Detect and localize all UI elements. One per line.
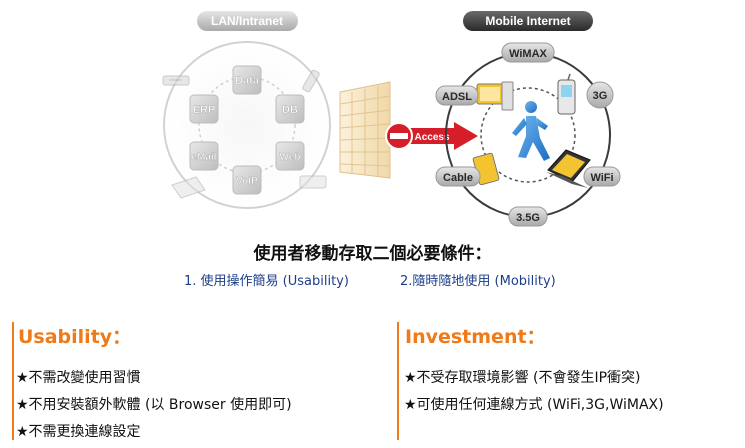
lan-node-voip: VoIP bbox=[232, 165, 262, 195]
usability-item-3: ★不需更換連線設定 bbox=[16, 424, 141, 440]
mobile-node-wimax: WiMAX bbox=[501, 42, 555, 63]
walking-person-icon bbox=[512, 101, 550, 161]
lan-node-db: DB bbox=[275, 94, 305, 124]
mobile-title-pill bbox=[463, 11, 593, 31]
firewall-icon bbox=[339, 81, 391, 179]
investment-divider bbox=[397, 322, 399, 440]
lan-node-web: Web bbox=[275, 141, 305, 171]
network-access-diagram: LAN/Intranet Data ERP DB bbox=[162, 11, 621, 227]
mobile-node-adsl: ADSL bbox=[435, 85, 479, 106]
usability-divider bbox=[12, 322, 14, 440]
svg-text:3.5G: 3.5G bbox=[516, 212, 540, 224]
lan-node-data: Data bbox=[232, 65, 262, 95]
mobile-internet-group: Mobile Internet bbox=[435, 11, 621, 227]
router-icon bbox=[162, 75, 190, 86]
svg-text:VoIP: VoIP bbox=[236, 176, 258, 187]
requirement-usability: 1. 使用操作簡易 (Usability) bbox=[184, 274, 349, 289]
svg-text:WiMAX: WiMAX bbox=[509, 48, 547, 60]
svg-text:Cable: Cable bbox=[443, 172, 473, 184]
lan-title: LAN/Intranet bbox=[211, 14, 283, 28]
investment-title: Investment： bbox=[405, 326, 546, 348]
investment-item-2: ★可使用任何連線方式 (WiFi,3G,WiMAX) bbox=[404, 397, 664, 413]
lan-intranet-group: LAN/Intranet Data ERP DB bbox=[162, 11, 331, 209]
laptop-icon bbox=[171, 176, 206, 199]
investment-item-1: ★不受存取環境影響 (不會發生IP衝突) bbox=[404, 370, 641, 386]
svg-text:3G: 3G bbox=[593, 90, 608, 102]
mobile-inner-ring bbox=[480, 87, 576, 183]
notebook-icon bbox=[546, 149, 591, 188]
usability-title: Usability： bbox=[18, 326, 132, 348]
headline: 使用者移動存取二個必要條件： bbox=[253, 244, 492, 264]
svg-text:Data: Data bbox=[235, 75, 260, 87]
mobile-node-3g: 3G bbox=[586, 81, 614, 109]
mobile-phone-icon bbox=[557, 73, 576, 115]
svg-text:Web: Web bbox=[280, 152, 301, 163]
usability-item-2: ★不用安裝額外軟體 (以 Browser 使用即可) bbox=[16, 397, 292, 413]
svg-text:ADSL: ADSL bbox=[442, 91, 472, 103]
svg-text:DB: DB bbox=[282, 104, 298, 116]
requirement-mobility: 2.隨時隨地使用 (Mobility) bbox=[400, 274, 556, 289]
lan-node-erp: ERP bbox=[189, 94, 219, 124]
mobile-node-wifi: WiFi bbox=[583, 166, 621, 187]
mobile-node-cable: Cable bbox=[435, 166, 481, 187]
modem-icon bbox=[299, 175, 327, 189]
lan-title-pill bbox=[197, 11, 298, 31]
handheld-icon bbox=[302, 69, 320, 93]
mobile-title: Mobile Internet bbox=[485, 14, 570, 28]
lan-inner-ring bbox=[198, 76, 296, 174]
svg-text:eMail: eMail bbox=[191, 152, 216, 163]
access-label: Access bbox=[414, 132, 449, 143]
access-arrow: Access bbox=[385, 122, 478, 150]
mobile-node-3-5g: 3.5G bbox=[508, 206, 548, 227]
svg-text:WiFi: WiFi bbox=[590, 172, 613, 184]
usability-item-1: ★不需改變使用習慣 bbox=[16, 370, 141, 386]
desktop-computer-icon bbox=[476, 81, 514, 111]
lan-node-email: eMail bbox=[189, 141, 219, 171]
svg-text:ERP: ERP bbox=[193, 104, 216, 116]
